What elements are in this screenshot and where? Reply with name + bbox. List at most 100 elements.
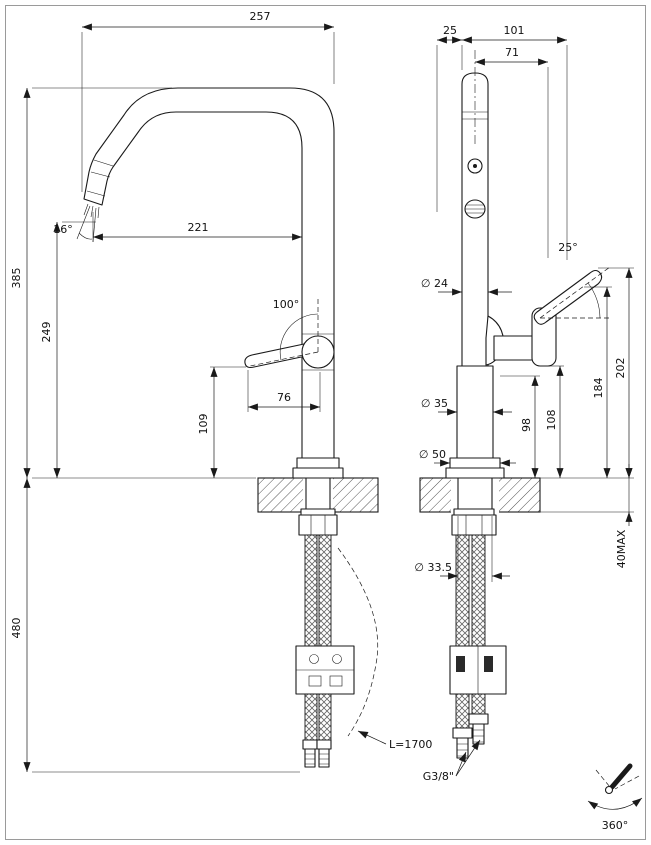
angle-25-label: 25° — [558, 241, 578, 254]
mounting-nut-side — [451, 514, 497, 536]
mounting-shank-side — [457, 478, 493, 514]
dim-base-diameter: ∅ 50 — [419, 448, 516, 467]
thread-lines-right — [319, 753, 329, 765]
swivel-symbol: 360° — [587, 763, 643, 832]
hose-thread-a — [456, 737, 469, 759]
dim-handle-base-height: 108 — [545, 365, 564, 478]
button-center-dot — [473, 164, 477, 168]
weight-screw-left — [309, 654, 319, 664]
dim-202-label: 202 — [614, 358, 627, 379]
base-ring-upper-front — [296, 457, 340, 469]
dia-33-5-label: ∅ 33.5 — [414, 561, 452, 574]
dim-101-label: 101 — [504, 24, 525, 37]
dim-108-label: 108 — [545, 410, 558, 431]
dim-outlet-height: 249 — [40, 221, 96, 478]
dim-under-counter: 480 — [10, 478, 300, 773]
dim-top-depth: 101 — [462, 24, 568, 260]
counter-hole-front — [303, 474, 333, 514]
hose-thread-b — [472, 723, 485, 745]
dia-50-label: ∅ 50 — [419, 448, 446, 461]
weight-slot-b — [484, 656, 493, 672]
dim-handle-height: 109 — [197, 366, 246, 478]
base-ring-lower-front — [292, 467, 344, 479]
weight-slot-left — [308, 675, 322, 687]
mounting-nut-front — [298, 514, 338, 536]
dim-connection-thread: G3/8" — [423, 739, 481, 783]
pullout-hose-extent-dashed — [337, 547, 379, 737]
dim-257-label: 257 — [250, 10, 271, 23]
nut-facets-side — [465, 515, 483, 535]
front-view: 257 385 480 249 16° 221 100 — [10, 10, 432, 773]
swivel-360-label: 360° — [602, 819, 629, 832]
hose-thread-left — [304, 748, 316, 768]
hose-length-label: L=1700 — [389, 738, 432, 751]
dim-221-label: 221 — [188, 221, 209, 234]
dim-body-diameter: ∅ 24 — [421, 277, 512, 296]
spray-jets — [83, 203, 100, 219]
dim-480-label: 480 — [10, 618, 23, 639]
angle-16-label: 16° — [53, 223, 73, 236]
hose-fitting-right — [316, 739, 332, 750]
dim-hose-length: L=1700 — [357, 730, 432, 751]
swivel-alt-positions-dashed — [595, 769, 640, 790]
swivel-pivot-icon — [604, 785, 614, 795]
dim-counter-thickness: 40MAX — [615, 464, 633, 568]
dim-reach: 221 — [92, 212, 302, 242]
handle-link-side — [493, 335, 535, 361]
swivel-lever-icon — [609, 763, 633, 790]
swivel-arrow-icon — [587, 797, 643, 810]
dia-24-label: ∅ 24 — [421, 277, 448, 290]
thread-lines-left — [305, 753, 315, 765]
dim-25-label: 25 — [443, 24, 457, 37]
washer-front — [300, 508, 336, 516]
nut-facets-front — [310, 515, 326, 535]
angle-100-label: 100° — [273, 298, 300, 311]
dim-lever-height: 184 — [584, 286, 612, 478]
drawing-border — [5, 5, 646, 840]
weight-slot-a — [456, 656, 465, 672]
dim-overall-width: 257 — [81, 10, 335, 192]
dim-lever-tip-height: 202 — [598, 267, 634, 478]
dim-lever-angle: 25° — [539, 241, 612, 319]
dim-handle-length: 76 — [247, 370, 321, 412]
dim-hole-diameter: ∅ 33.5 — [414, 516, 510, 582]
spray-head-joints — [86, 159, 114, 197]
flex-hose-right — [318, 534, 332, 741]
hose-thread-right — [318, 748, 330, 768]
dim-handle-offset: 71 — [474, 46, 549, 258]
dim-98-label: 98 — [520, 418, 533, 432]
weight-screw-right — [332, 654, 342, 664]
dim-71-label: 71 — [505, 46, 519, 59]
dim-385-label: 385 — [10, 268, 23, 289]
counter-hole-side — [451, 474, 499, 514]
lower-body-side — [456, 365, 494, 459]
weight-slot-right — [329, 675, 343, 687]
dia-35-label: ∅ 35 — [421, 397, 448, 410]
dim-249-label: 249 — [40, 322, 53, 343]
washer-side — [453, 508, 495, 516]
dim-height-total: 385 — [10, 87, 256, 479]
mounting-shank-front — [305, 478, 331, 514]
dim-109-label: 109 — [197, 414, 210, 435]
thread-g38-label: G3/8" — [423, 770, 454, 783]
dim-joint-height: 98 — [500, 375, 540, 478]
dim-handle-angle: 100° — [249, 298, 319, 367]
dim-spray-angle: 16° — [53, 205, 97, 243]
hose-fitting-left — [302, 739, 318, 750]
dim-top-offset: 25 — [436, 24, 463, 212]
flex-hose-left — [304, 534, 318, 741]
hose-fitting-a — [452, 727, 473, 739]
side-view: 25 101 71 ∅ 24 25° 202 — [414, 24, 634, 783]
dim-76-label: 76 — [277, 391, 291, 404]
aerator-lines — [465, 204, 485, 214]
dim-lower-body-diameter: ∅ 35 — [421, 397, 512, 416]
body-tube-side — [461, 72, 489, 367]
hose-fitting-b — [468, 713, 489, 725]
base-ring-lower-side — [445, 467, 505, 479]
faucet-outline-front — [83, 87, 335, 459]
dim-deck-extensions — [540, 477, 634, 513]
base-ring-upper-side — [449, 457, 501, 469]
dim-184-label: 184 — [592, 378, 605, 399]
